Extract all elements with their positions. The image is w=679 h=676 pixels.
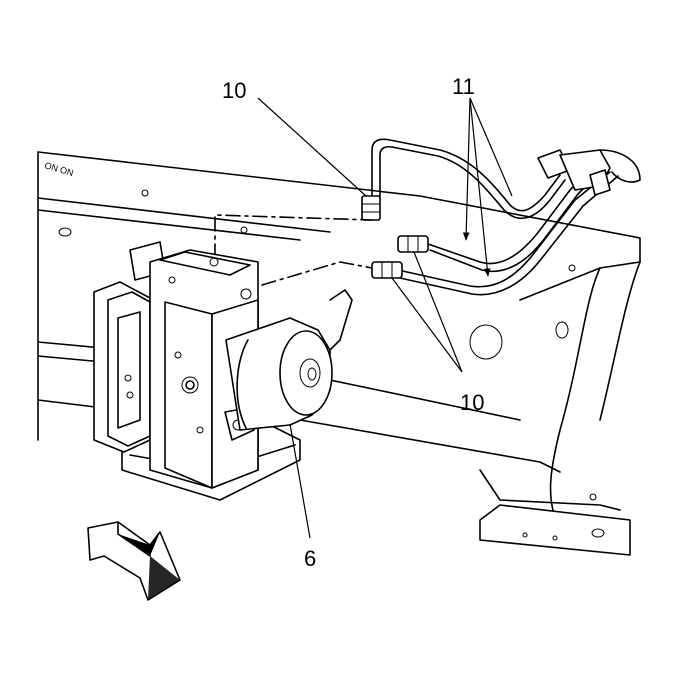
front-direction-arrow-icon: [87, 521, 181, 601]
tube-fitting-lower: [371, 261, 403, 279]
callout-fitting-top: 10: [222, 78, 246, 103]
tube-fitting-top: [361, 195, 381, 221]
frame-marking: ON ON: [43, 160, 74, 178]
pump-motor: [225, 289, 353, 431]
callout-brake-lines: 11: [452, 74, 475, 99]
lower-bracket: [479, 504, 631, 556]
brake-control-module: [93, 241, 166, 453]
callout-fittings-right: 10: [460, 390, 484, 415]
brake-lines: [371, 138, 641, 296]
callout-leaders: [257, 97, 513, 539]
callout-modulator: 6: [304, 546, 316, 571]
tube-fitting-upper: [397, 235, 429, 253]
hidden-lines: [214, 214, 373, 286]
